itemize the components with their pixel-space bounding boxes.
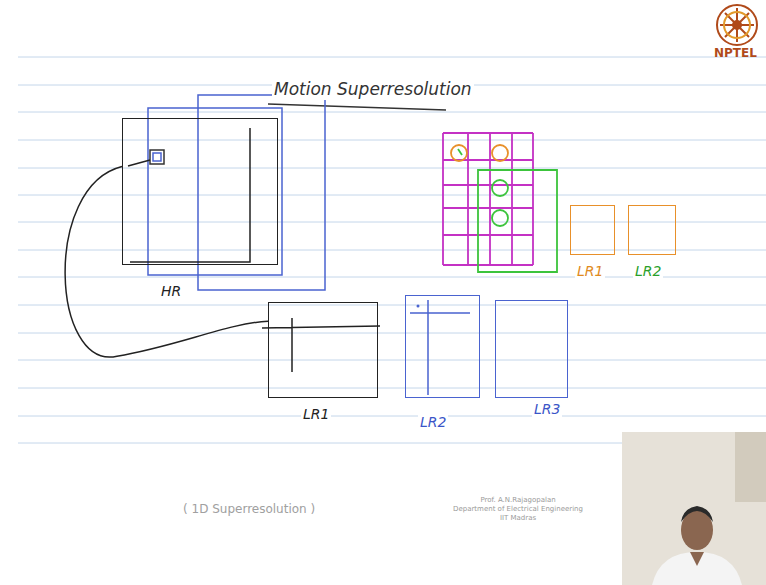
lr-frame: LR3 — [495, 300, 568, 398]
lr-grid-lines — [262, 300, 470, 395]
lr-frame: LR2 — [405, 295, 480, 398]
credit-text: Department of Electrical Engineering — [453, 505, 583, 513]
caption-text: ( 1D Superresolution ) — [183, 503, 315, 517]
title-text: Motion Superresolution — [272, 80, 474, 100]
frame-label: LR1 — [301, 406, 331, 422]
title-underline — [268, 104, 446, 110]
frame-label: LR2 — [633, 263, 663, 279]
hr-pixel-grid — [443, 133, 557, 272]
lr-frame: LR1 — [268, 302, 378, 398]
credit-text: Prof. A.N.Rajagopalan — [480, 496, 555, 504]
ruled-lines — [18, 57, 766, 443]
credit-text: IIT Madras — [500, 514, 536, 522]
lr-frame: LR2 — [628, 205, 676, 255]
hr-frame: HR — [122, 118, 278, 265]
frame-label: HR — [159, 283, 183, 299]
curved-connector — [65, 167, 268, 358]
lr-frame: LR1 — [570, 205, 615, 255]
frame-label: LR2 — [418, 414, 448, 430]
logo-text: NPTEL — [714, 47, 757, 61]
frame-label: LR1 — [575, 263, 605, 279]
hr-overlay-frames — [128, 95, 325, 290]
presenter-video — [622, 432, 766, 585]
nptel-logo — [717, 5, 757, 45]
frame-label: LR3 — [532, 401, 562, 417]
